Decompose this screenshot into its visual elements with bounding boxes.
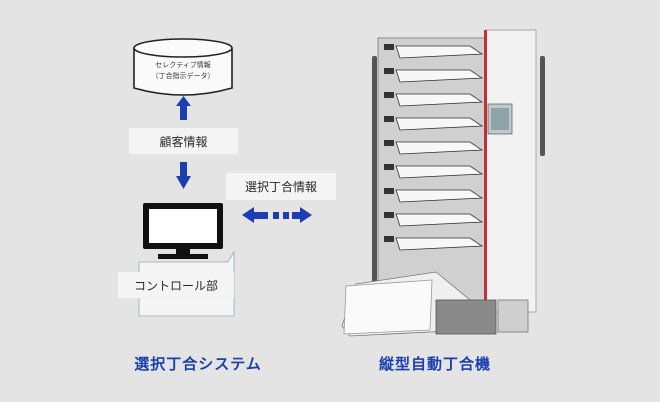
arrow-shaft-bottom <box>180 162 187 176</box>
database-cylinder <box>133 38 233 96</box>
customer-info-label: 顧客情報 <box>129 128 238 154</box>
arrow-dash-4 <box>292 212 300 219</box>
selective-collating-info-label: 選択丁合情報 <box>226 173 336 200</box>
system-title: 選択丁合システム <box>134 355 262 373</box>
database-label-line1: セレクティブ情報 <box>155 61 211 69</box>
selective-info-arrow <box>242 207 312 223</box>
arrow-up-head <box>176 96 191 106</box>
monitor-icon <box>143 203 223 259</box>
arrow-left-head <box>242 207 254 223</box>
arrow-shaft-top <box>180 106 187 120</box>
database-label-line2: （丁合指示データ） <box>151 72 215 80</box>
customer-info-arrow <box>176 96 191 189</box>
collating-machine <box>341 29 545 337</box>
arrow-dash-3 <box>283 212 289 219</box>
arrow-right-head <box>300 207 312 223</box>
control-unit-label: コントロール部 <box>118 272 234 298</box>
machine-title: 縦型自動丁合機 <box>378 355 491 373</box>
arrow-dash-1 <box>254 212 268 219</box>
arrow-dash-2 <box>273 212 279 219</box>
arrow-down-head <box>176 176 191 189</box>
database-label: セレクティブ情報 （丁合指示データ） <box>130 60 236 82</box>
